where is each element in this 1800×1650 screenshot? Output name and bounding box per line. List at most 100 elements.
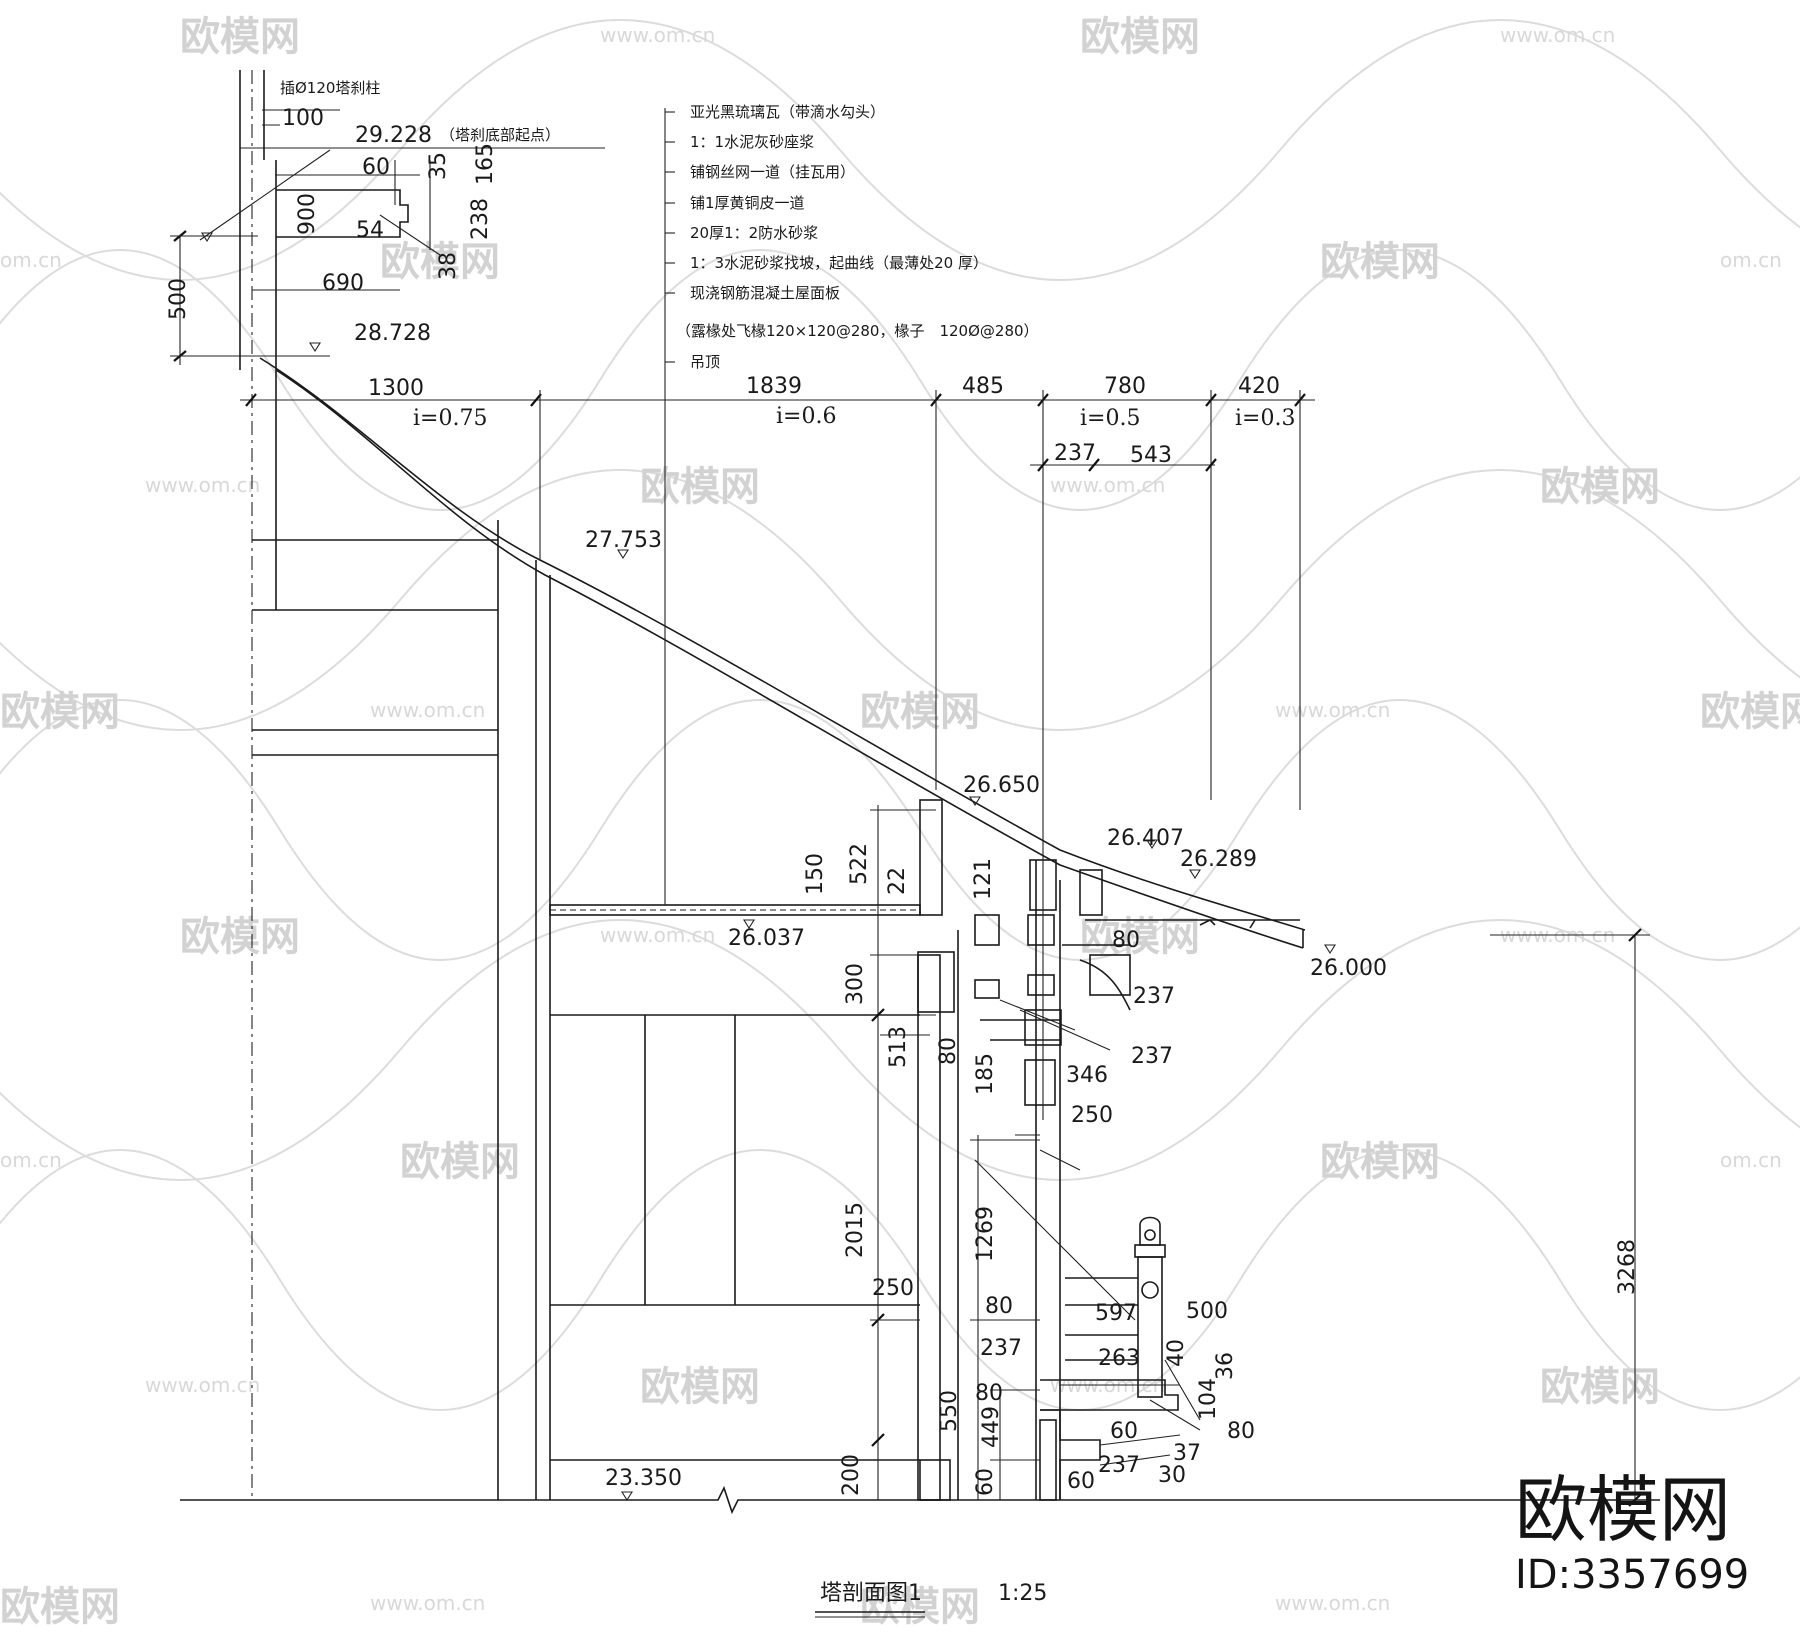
brand-corner: 欧模网 ID:3357699 [1515,1468,1749,1598]
dim-label: 80 [1112,928,1140,953]
elevation-label: 26.650 [963,773,1040,798]
dim-label: 543 [1130,443,1172,468]
dim-label: 500 [1186,1299,1228,1324]
watermark-brand: 欧模网 [0,1584,120,1630]
brand-logo-text: 欧模网 [1515,1468,1731,1552]
elevation-triangle [1146,839,1158,850]
watermark-brand: 欧模网 [1540,1364,1660,1410]
watermark-url: om.cn [1720,1148,1782,1172]
note-item: （露椽处飞椽120×120@280，椽子 120Ø@280） [676,322,1039,340]
title-scale: 1:25 [998,1581,1047,1606]
watermark-brand: 欧模网 [640,464,760,510]
watermark-brand: 欧模网 [1700,689,1800,735]
elevation-label: 26.289 [1180,847,1257,872]
watermark-brand: 欧模网 [860,689,980,735]
elevation-triangle [309,342,321,353]
dim-label: 237 [1131,1044,1173,1069]
dim-label: 60 [1067,1469,1095,1494]
watermark-brand: 欧模网 [1540,464,1660,510]
dim-label: 690 [322,271,364,296]
dim-label: 165 [473,143,498,185]
watermark-url: www.om.cn [370,1591,485,1615]
dim-label: 237 [1133,984,1175,1009]
watermark-brand: 欧模网 [180,914,300,960]
dim-label: 80 [1227,1419,1255,1444]
dim-label: 60 [362,155,390,180]
slope-label: i=0.5 [1080,406,1140,431]
dim-label: 237 [980,1336,1022,1361]
dim-label: 22 [885,867,910,895]
dim-label: 80 [936,1037,961,1065]
dim-label: 60 [1110,1419,1138,1444]
dim-label: 1839 [746,374,802,399]
watermark-brand: 欧模网 [1320,239,1440,285]
elevation-triangle [1189,869,1201,880]
bracket-block [917,951,955,1013]
dim-label: 100 [282,106,324,131]
watermark-url: www.om.cn [145,473,260,497]
spire-post [239,70,277,370]
elevation-label: 23.350 [605,1466,682,1491]
dim-label: 550 [937,1390,962,1432]
rafter-post [919,799,943,916]
dim-label: 54 [356,218,384,243]
watermark-brand: 欧模网 [400,1139,520,1185]
dimension-labels: 100 60 35 165 900 54 238 38 690 500 1300… [166,106,1640,1496]
watermark-brand: 欧模网 [1320,1139,1440,1185]
watermark-url: om.cn [1720,248,1782,272]
dim-label: 150 [803,853,828,895]
watermark-url: www.om.cn [1050,473,1165,497]
post-label: 插Ø120塔刹柱 [280,79,380,97]
material-notes: 亚光黑琉璃瓦（带滴水勾头） 1：1水泥灰砂座浆 铺钢丝网一道（挂瓦用） 铺1厚黄… [280,79,1039,371]
dim-label: 1269 [973,1206,998,1262]
note-item: 1：3水泥砂浆找坡，起曲线（最薄处20 厚） [690,254,988,272]
dim-label: 780 [1104,374,1146,399]
note-item: 现浇钢筋混凝土屋面板 [690,284,840,302]
note-item: 吊顶 [690,353,720,371]
title-name: 塔剖面图1 [820,1581,922,1606]
structure [180,70,1660,1515]
watermark-brand: 欧模网 [860,1584,980,1630]
watermark-url: www.om.cn [600,23,715,47]
dim-label: 38 [436,252,461,280]
drawing-title: 塔剖面图1 1:25 [815,1581,1047,1618]
roof-lower [275,369,1304,949]
dim-label: 2015 [843,1202,868,1258]
dim-label: 37 [1173,1441,1201,1466]
dim-label: 237 [1098,1453,1140,1478]
elevation-labels: 29.228 （塔刹底部起点） 28.728 27.753 26.650 26.… [354,123,1387,1491]
watermark-url: www.om.cn [1275,1591,1390,1615]
elevation-triangle [1324,944,1336,955]
dim-label: 237 [1054,441,1096,466]
elevation-label: 27.753 [585,528,662,553]
finial-base [276,189,409,238]
watermark-url: www.om.cn [145,1373,260,1397]
dim-label: 40 [1164,1339,1189,1367]
dim-label: 597 [1095,1301,1137,1326]
dim-label: 522 [847,843,872,885]
dim-label: 250 [872,1276,914,1301]
slope-label: i=0.3 [1235,406,1295,431]
dim-label: 238 [468,198,493,240]
elevation-label: 29.228 [355,123,432,148]
dim-label: 250 [1071,1103,1113,1128]
elevation-triangle [621,1491,633,1502]
elevation-triangle [201,232,213,243]
dim-label: 3268 [1615,1239,1640,1295]
watermark-brand: 欧模网 [1080,914,1200,960]
dim-label: 35 [426,152,451,180]
elevation-label: 26.037 [728,926,805,951]
dim-label: 263 [1098,1346,1140,1371]
roof-upper [259,357,1306,931]
watermark-brand: 欧模网 [380,239,500,285]
dim-label: 449 [979,1406,1004,1448]
dim-label: 513 [886,1026,911,1068]
dim-label: 420 [1238,374,1280,399]
watermark-url: om.cn [0,1148,62,1172]
elevation-triangle [743,919,755,930]
brand-id: ID:3357699 [1515,1552,1749,1598]
balustrade [1039,1216,1179,1501]
dim-label: 30 [1158,1463,1186,1488]
watermark-brand: 欧模网 [180,14,300,60]
